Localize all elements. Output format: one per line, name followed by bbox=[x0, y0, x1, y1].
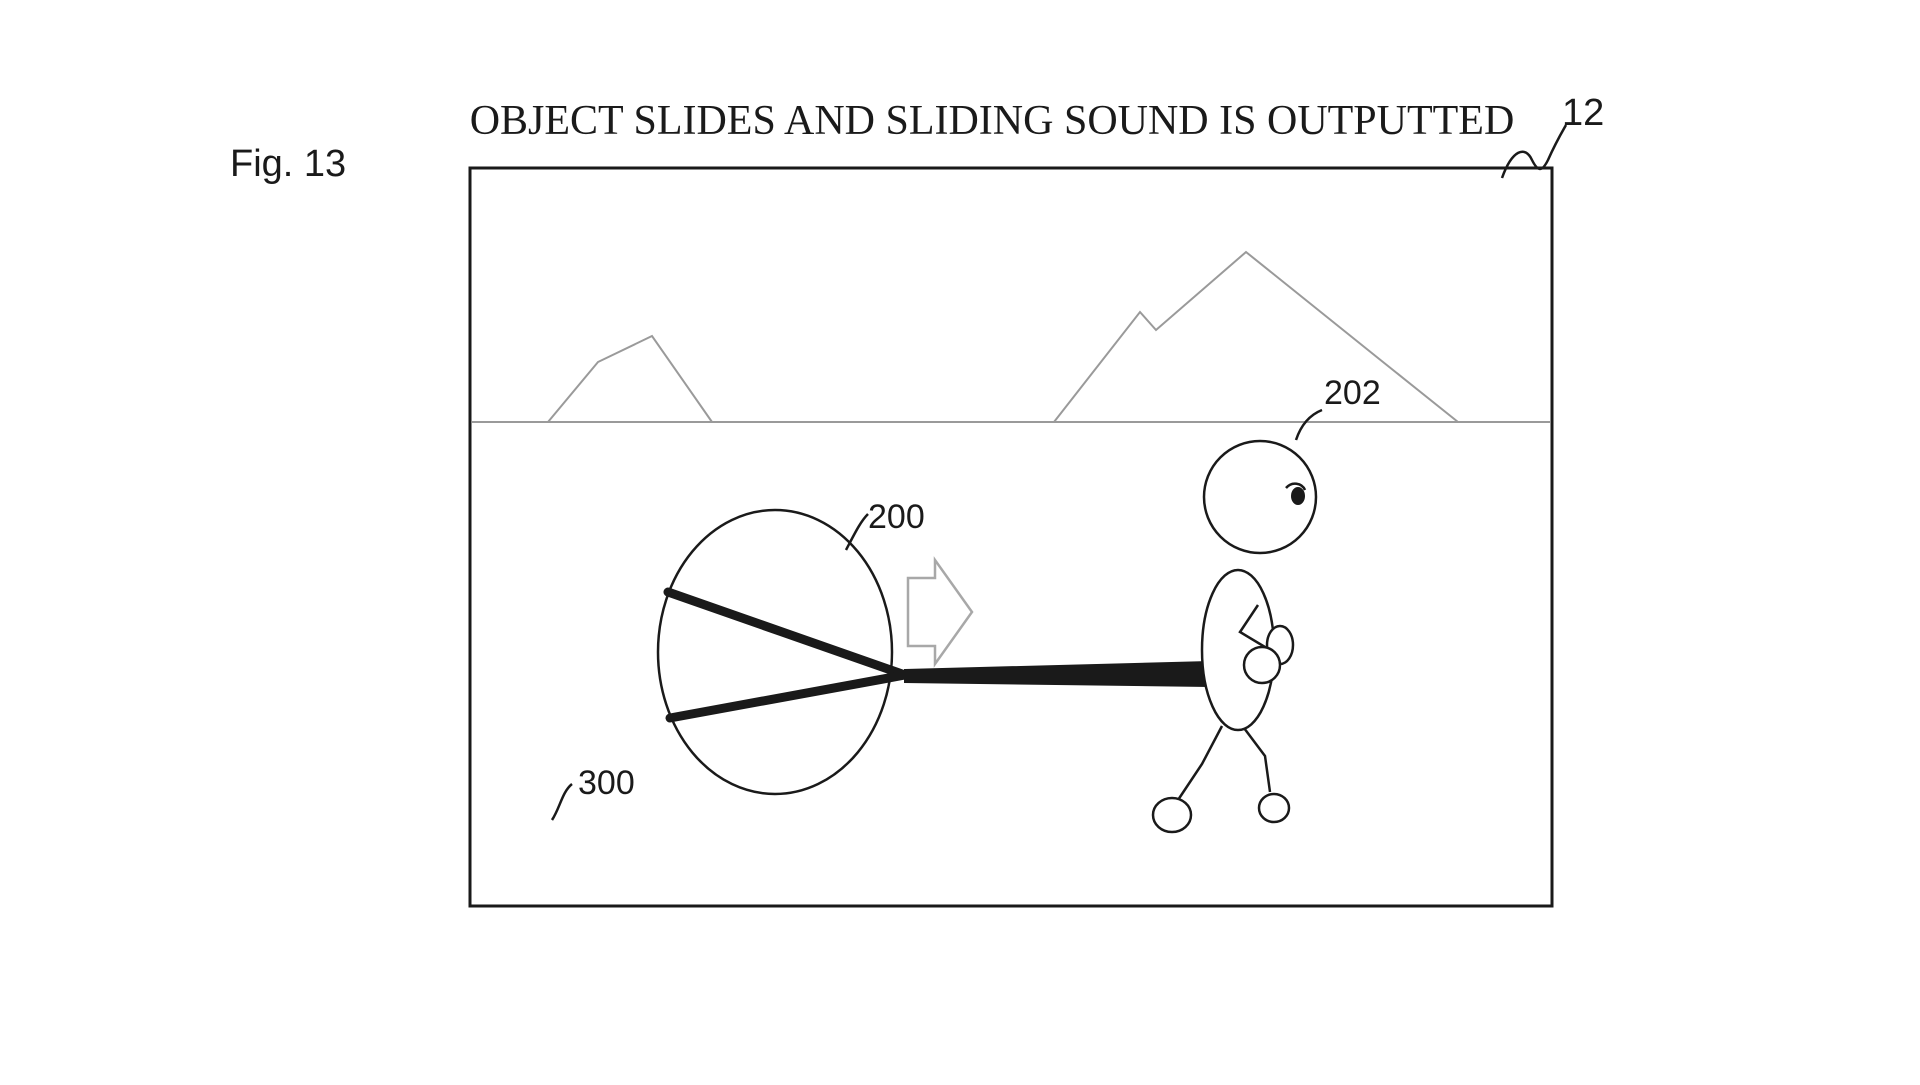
character-arm-back bbox=[1238, 604, 1271, 652]
display-screen-frame bbox=[468, 166, 1554, 908]
mountain-large bbox=[1053, 250, 1459, 423]
figure-caption: OBJECT SLIDES AND SLIDING SOUND IS OUTPU… bbox=[470, 98, 1515, 144]
ref-label-character: 202 bbox=[1324, 374, 1381, 412]
character-leg-right bbox=[1243, 727, 1272, 793]
ref-label-screen: 12 bbox=[1562, 92, 1604, 134]
rope-strand-upper bbox=[663, 587, 910, 680]
ref-label-object: 200 bbox=[868, 498, 925, 536]
character-eye bbox=[1291, 487, 1305, 505]
object-circle bbox=[656, 508, 894, 796]
character-leg-left bbox=[1176, 725, 1224, 801]
rope-strand-lower bbox=[665, 670, 910, 723]
ref-label-ground: 300 bbox=[578, 764, 635, 802]
right-arrow-icon bbox=[906, 556, 974, 668]
character-foot-left bbox=[1151, 796, 1193, 834]
character-hand-front bbox=[1242, 645, 1282, 685]
character-eyebrow bbox=[1285, 482, 1307, 491]
mountain-small bbox=[547, 334, 713, 423]
character-head bbox=[1202, 439, 1318, 555]
character-foot-right bbox=[1257, 792, 1291, 824]
ref-leader-object bbox=[844, 513, 869, 551]
ref-leader-ground bbox=[550, 783, 573, 821]
figure-label: Fig. 13 bbox=[230, 143, 346, 185]
ref-leader-character bbox=[1294, 408, 1323, 441]
